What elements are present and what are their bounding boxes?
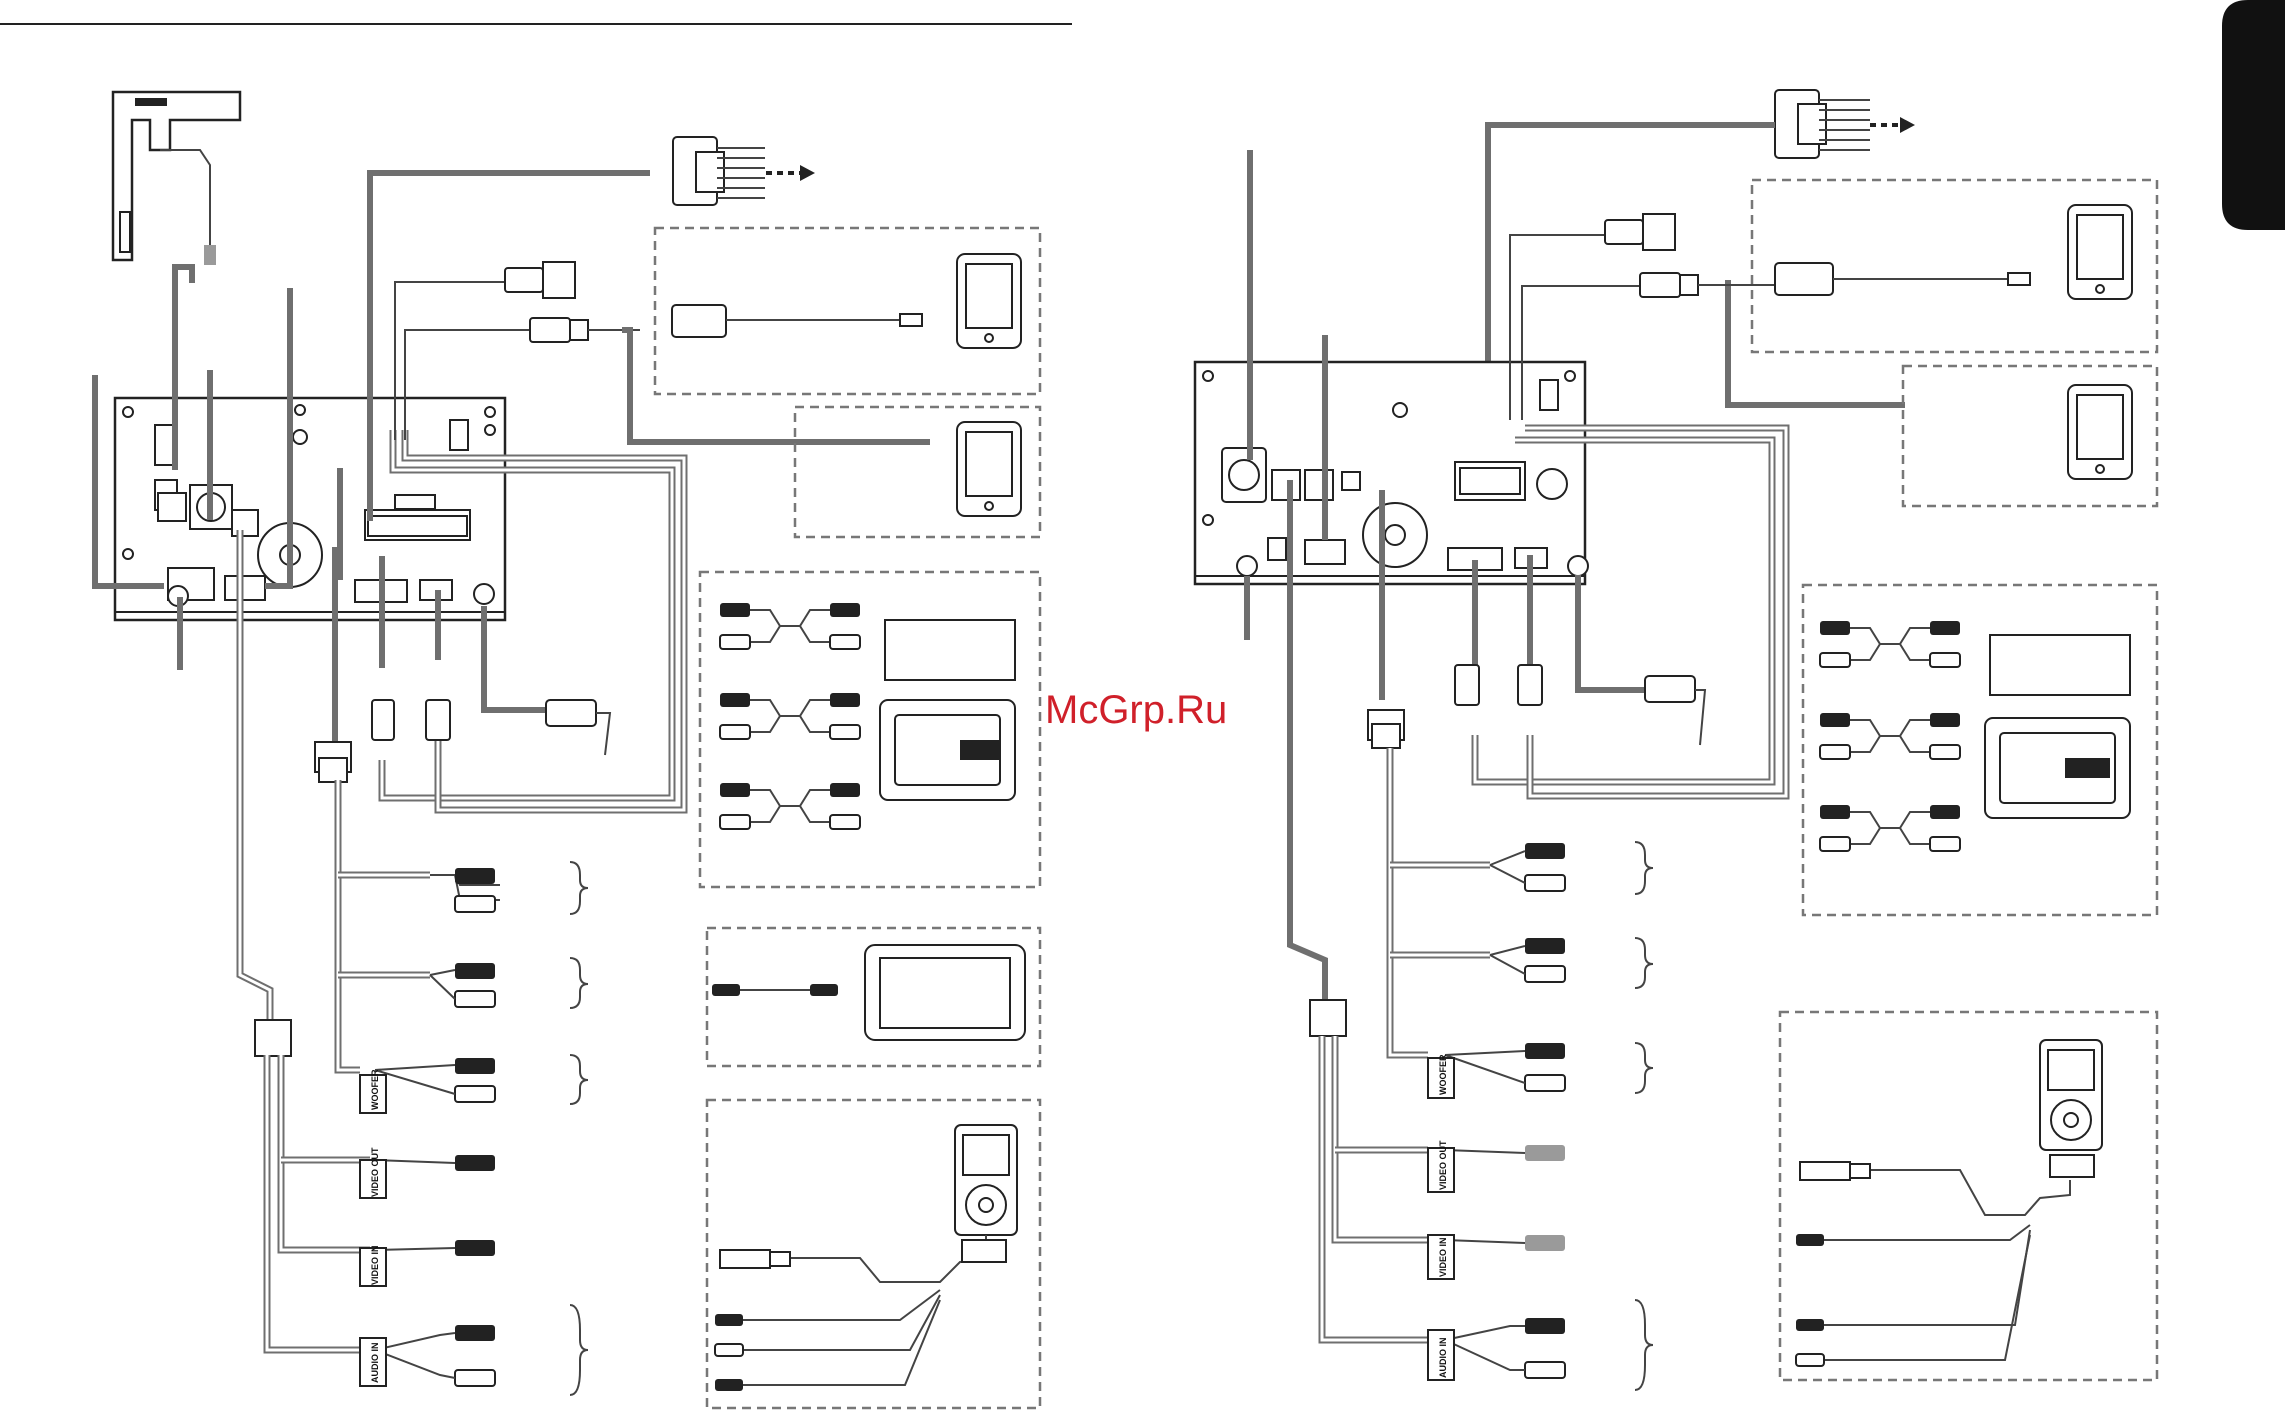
harness-connector-top-right	[1775, 90, 1915, 158]
rca-pairs-left	[720, 603, 860, 829]
language-tab	[2222, 0, 2285, 230]
left-panel: WOOFER VIDEO OUT VIDEO IN AUDIO IN	[95, 92, 1040, 1408]
label-video-in-right: VIDEO IN	[1438, 1237, 1448, 1277]
label-video-out-left: VIDEO OUT	[370, 1147, 380, 1197]
right-panel: WOOFER VIDEO OUT VIDEO IN AUDIO IN	[1195, 90, 2157, 1390]
gps-antenna	[113, 92, 240, 265]
label-audio-in-right: AUDIO IN	[1438, 1338, 1448, 1379]
rca-pairs-right	[1820, 621, 1960, 851]
watermark: McGrp.Ru	[1045, 688, 1227, 732]
label-video-out-right: VIDEO OUT	[1438, 1140, 1448, 1190]
harness-connector-top	[673, 137, 815, 205]
head-unit-rear-right	[1195, 362, 1588, 584]
rca-outputs-right	[1445, 843, 1565, 1378]
rca-outputs-left	[375, 868, 495, 1386]
label-woofer-left: WOOFER	[370, 1069, 380, 1110]
label-audio-in-left: AUDIO IN	[370, 1343, 380, 1384]
label-woofer-right: WOOFER	[1438, 1054, 1448, 1095]
label-video-in-left: VIDEO IN	[370, 1245, 380, 1285]
